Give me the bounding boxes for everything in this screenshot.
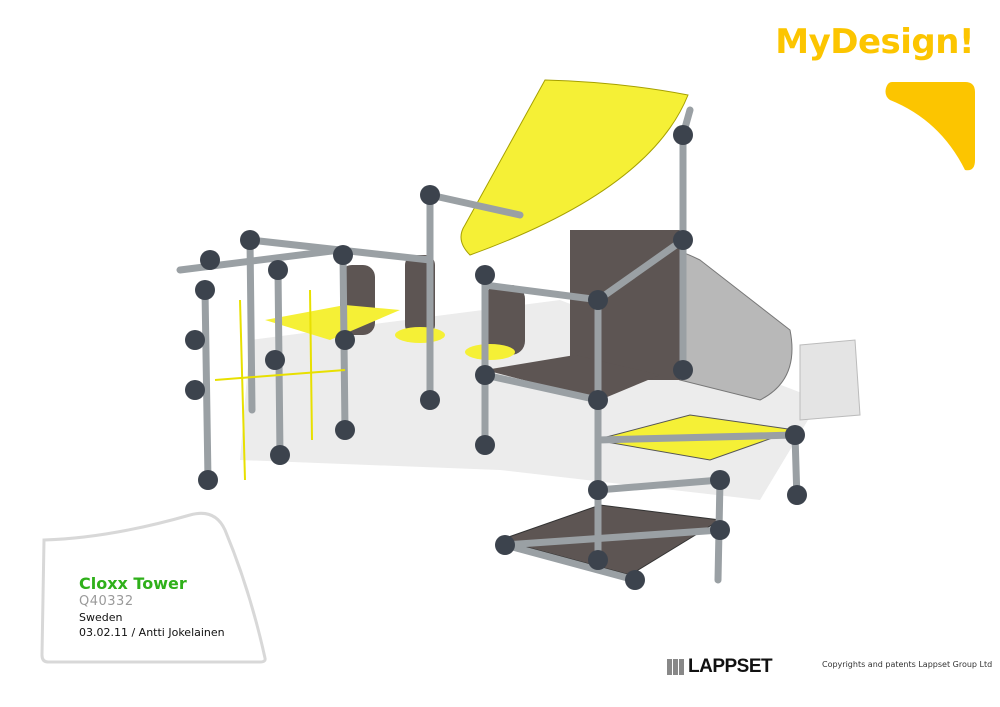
lappset-logo-text: LAPPSET [688,656,773,677]
product-name: Cloxx Tower [79,574,187,593]
connector-balls [185,125,807,590]
product-date-author: 03.02.11 / Antti Jokelainen [79,626,225,639]
brand-title: MyDesign! [775,22,974,62]
product-country: Sweden [79,611,123,624]
product-code: Q40332 [79,594,134,609]
yellow-roof [460,79,689,256]
product-info: Cloxx Tower Q40332 Sweden 03.02.11 / Ant… [79,574,225,640]
frame-poles [176,106,801,584]
copyright-text: Copyrights and patents Lappset Group Ltd [822,660,993,669]
rope-lines [214,289,346,481]
info-card-background [40,511,267,664]
lappset-logo: LAPPSET [667,656,773,678]
brand-corner-shape [885,82,975,171]
lappset-logo-mark [667,659,685,675]
